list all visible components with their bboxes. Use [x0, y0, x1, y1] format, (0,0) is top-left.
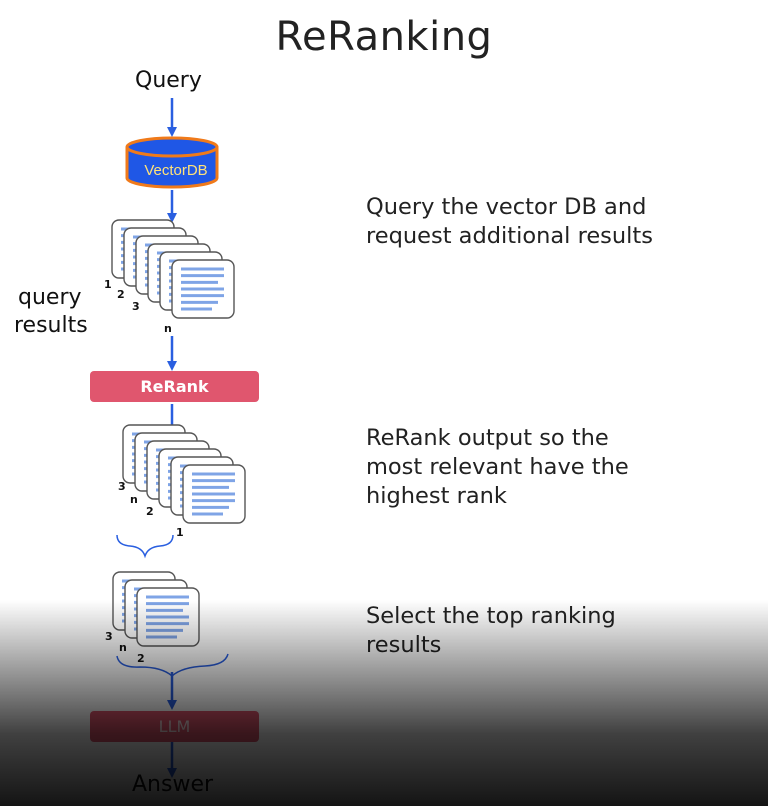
- reranked-brace: [116, 534, 174, 559]
- vectordb-label: VectorDB: [144, 162, 207, 179]
- stack3-marker-2: 2: [137, 652, 145, 665]
- desc-step2-line3: highest rank: [366, 483, 507, 509]
- stack1-marker-3: 3: [132, 300, 140, 313]
- stack2-marker-1: 1: [176, 526, 184, 539]
- answer-label: Answer: [132, 772, 214, 797]
- stack3-document: [136, 587, 200, 647]
- query-label: Query: [135, 68, 202, 93]
- stack2-document: [182, 464, 246, 524]
- query-results-line1: query: [18, 285, 82, 310]
- stack1-marker-2: 2: [117, 288, 125, 301]
- top-results-stack: [112, 571, 200, 647]
- rerank-box: ReRank: [90, 371, 259, 402]
- stack3-marker-n: n: [119, 641, 127, 654]
- description-step1: Query the vector DB and request addition…: [366, 193, 746, 251]
- description-step2: ReRank output so the most relevant have …: [366, 424, 746, 511]
- query-results-stack: [111, 219, 235, 319]
- desc-step1-line1: Query the vector DB and: [366, 194, 647, 220]
- stack1-marker-n: n: [164, 322, 172, 335]
- stack2-marker-n: n: [130, 493, 138, 506]
- desc-step2-line1: ReRank output so the: [366, 425, 609, 451]
- page-title: ReRanking: [275, 14, 493, 60]
- stack2-marker-2: 2: [146, 505, 154, 518]
- desc-step1-line2: request additional results: [366, 223, 653, 249]
- stack2-marker-3: 3: [118, 480, 126, 493]
- query-results-line2: results: [14, 313, 88, 338]
- rerank-label: ReRank: [140, 377, 209, 396]
- query-results-label: query results: [14, 284, 88, 340]
- desc-step2-line2: most relevant have the: [366, 454, 629, 480]
- vectordb-cylinder: VectorDB: [125, 136, 219, 189]
- reranked-stack: [122, 424, 246, 524]
- stack1-marker-1: 1: [104, 278, 112, 291]
- stack3-marker-3: 3: [105, 630, 113, 643]
- stack1-document: [171, 259, 235, 319]
